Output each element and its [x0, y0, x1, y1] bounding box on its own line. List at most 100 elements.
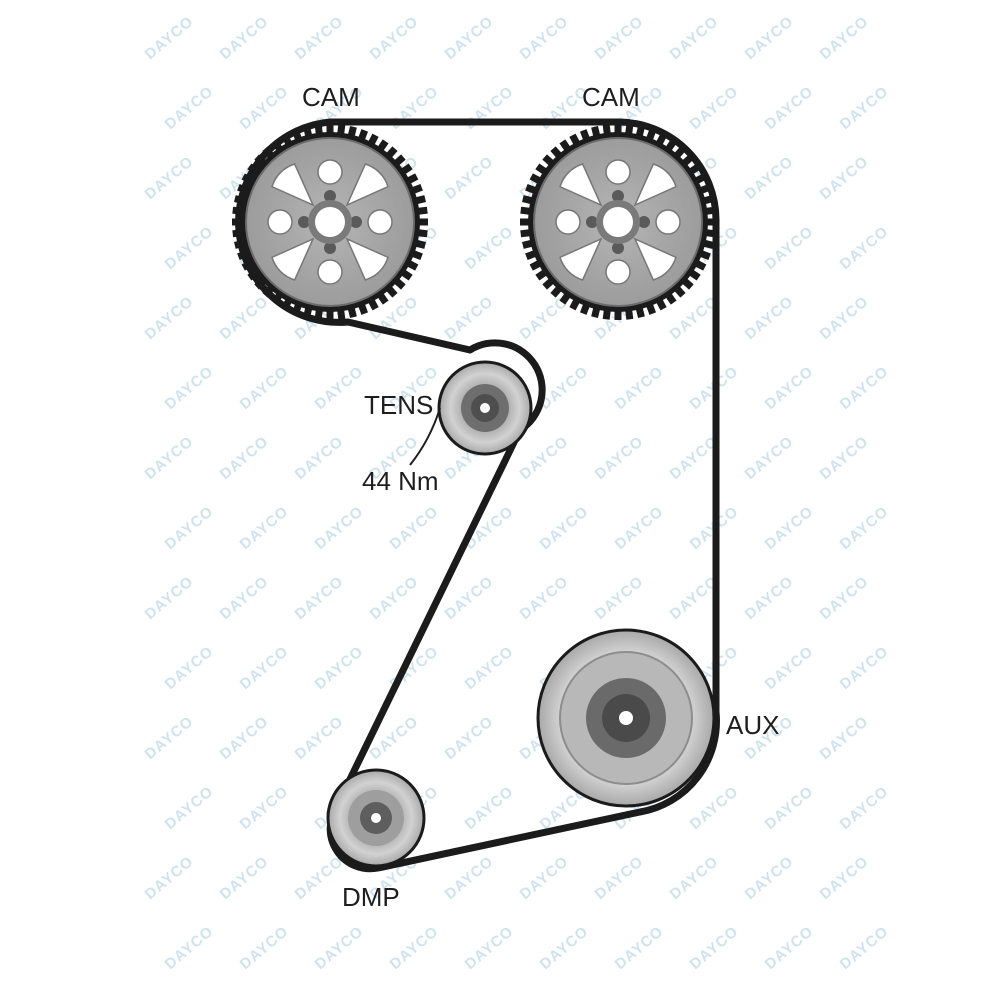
watermark-text: DAYCO [762, 923, 817, 973]
watermark-text: DAYCO [217, 13, 272, 63]
watermark-text: DAYCO [612, 923, 667, 973]
watermark-text: DAYCO [667, 13, 722, 63]
sprocket-hole [267, 209, 293, 235]
cam-sprocket-right [520, 124, 716, 320]
watermark-text: DAYCO [462, 783, 517, 833]
watermark-text: DAYCO [817, 293, 872, 343]
sprocket-window [271, 163, 315, 207]
watermark-text: DAYCO [517, 853, 572, 903]
watermark-text: DAYCO [442, 293, 497, 343]
watermark-text: DAYCO [517, 13, 572, 63]
tensioner-label: TENS [364, 390, 433, 420]
sprocket-window [633, 237, 677, 281]
watermark-text: DAYCO [837, 363, 892, 413]
watermark-text: DAYCO [142, 853, 197, 903]
cam-left-label: CAM [302, 82, 360, 112]
watermark-text: DAYCO [687, 923, 742, 973]
watermark-text: DAYCO [442, 853, 497, 903]
watermark-text: DAYCO [537, 923, 592, 973]
watermark-text: DAYCO [517, 573, 572, 623]
watermark-text: DAYCO [162, 643, 217, 693]
watermark-text: DAYCO [387, 83, 442, 133]
aux-label: AUX [726, 710, 779, 740]
watermark-text: DAYCO [837, 783, 892, 833]
watermark-text: DAYCO [217, 713, 272, 763]
watermark-text: DAYCO [462, 223, 517, 273]
sprocket-hole [317, 259, 343, 285]
watermark-text: DAYCO [762, 363, 817, 413]
watermark-text: DAYCO [142, 153, 197, 203]
tensioner-pulley [437, 360, 533, 456]
watermark-text: DAYCO [387, 503, 442, 553]
watermark-text: DAYCO [742, 13, 797, 63]
watermark-text: DAYCO [312, 503, 367, 553]
sprocket-spokes-right [555, 159, 681, 285]
watermark-text: DAYCO [742, 293, 797, 343]
watermark-text: DAYCO [837, 923, 892, 973]
sprocket-bolt-hole [324, 190, 336, 202]
cam-right-label: CAM [582, 82, 640, 112]
watermark-text: DAYCO [667, 853, 722, 903]
watermark-text: DAYCO [142, 433, 197, 483]
sprocket-bolt-hole [586, 216, 598, 228]
watermark-text: DAYCO [612, 363, 667, 413]
watermark-text: DAYCO [312, 643, 367, 693]
sprocket-tooth [614, 124, 622, 136]
watermark-text: DAYCO [162, 503, 217, 553]
sprocket-hole [317, 159, 343, 185]
watermark-text: DAYCO [142, 293, 197, 343]
torque-leader-line [409, 407, 441, 466]
watermark-text: DAYCO [837, 503, 892, 553]
watermark-text: DAYCO [592, 573, 647, 623]
watermark-text: DAYCO [592, 853, 647, 903]
watermark-text: DAYCO [292, 853, 347, 903]
watermark-text: DAYCO [162, 923, 217, 973]
watermark-text: DAYCO [237, 503, 292, 553]
watermark-text: DAYCO [217, 293, 272, 343]
watermark-text: DAYCO [462, 643, 517, 693]
sprocket-window [345, 163, 389, 207]
watermark-text: DAYCO [462, 83, 517, 133]
watermark-text: DAYCO [292, 713, 347, 763]
watermark-text: DAYCO [367, 13, 422, 63]
watermark-text: DAYCO [462, 923, 517, 973]
watermark-text: DAYCO [837, 223, 892, 273]
watermark-text: DAYCO [442, 13, 497, 63]
cam-sprocket-left [232, 124, 428, 320]
watermark-text: DAYCO [162, 223, 217, 273]
sprocket-tooth [326, 124, 334, 136]
watermark-text: DAYCO [237, 83, 292, 133]
watermark-text: DAYCO [162, 83, 217, 133]
watermark-text: DAYCO [442, 713, 497, 763]
sprocket-window [271, 237, 315, 281]
watermark-text: DAYCO [687, 83, 742, 133]
sprocket-hole [655, 209, 681, 235]
sprocket-bolt-hole [298, 216, 310, 228]
watermark-text: DAYCO [162, 783, 217, 833]
watermark-text: DAYCO [442, 153, 497, 203]
watermark-text: DAYCO [367, 573, 422, 623]
watermark-text: DAYCO [762, 503, 817, 553]
sprocket-hole [605, 159, 631, 185]
watermark-text: DAYCO [837, 83, 892, 133]
watermark-text: DAYCO [162, 363, 217, 413]
watermark-text: DAYCO [762, 643, 817, 693]
watermark-text: DAYCO [817, 713, 872, 763]
sprocket-bolt-hole [638, 216, 650, 228]
watermark-text: DAYCO [762, 83, 817, 133]
sprocket-window [559, 163, 603, 207]
sprocket-bolt-hole [350, 216, 362, 228]
watermark-text: DAYCO [592, 433, 647, 483]
sprocket-hole [367, 209, 393, 235]
watermark-text: DAYCO [817, 433, 872, 483]
watermark-text: DAYCO [292, 573, 347, 623]
watermark-text: DAYCO [217, 853, 272, 903]
watermark-text: DAYCO [742, 853, 797, 903]
torque-label: 44 Nm [362, 466, 439, 496]
sprocket-window [559, 237, 603, 281]
watermark-text: DAYCO [312, 363, 367, 413]
watermark-text: DAYCO [142, 713, 197, 763]
watermark-text: DAYCO [237, 783, 292, 833]
